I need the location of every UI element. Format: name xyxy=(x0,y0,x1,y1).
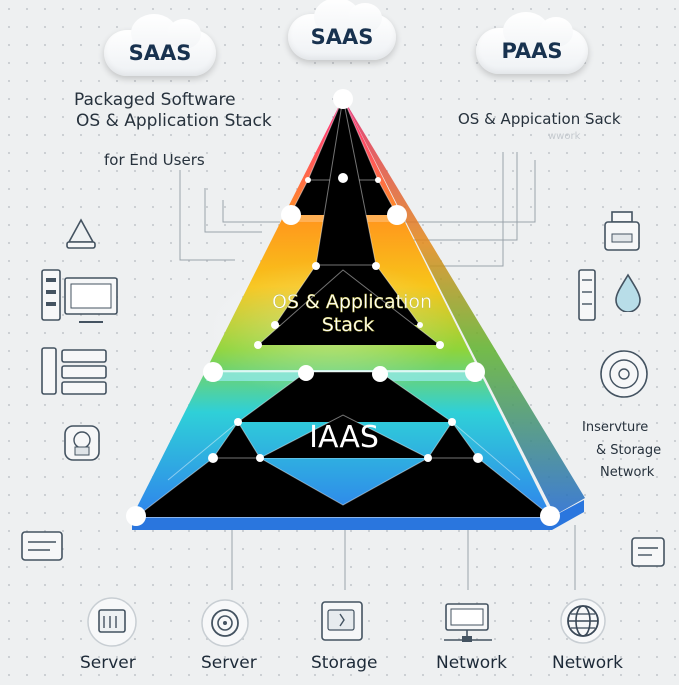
globe-icon xyxy=(560,598,606,644)
bottom-label-network-1: Network xyxy=(436,653,507,673)
server-unit-icon xyxy=(578,269,596,321)
bottom-label-server-2: Server xyxy=(201,653,257,673)
printer-icon xyxy=(604,211,640,251)
middle-layer-label-2: Stack xyxy=(322,314,375,336)
id-card-icon xyxy=(631,537,665,567)
monitor-icon xyxy=(64,277,118,323)
bottom-label-server-1: Server xyxy=(80,653,136,673)
os-application-stack-right-text: OS & Appication Sack xyxy=(458,110,621,128)
target-disc-icon xyxy=(600,350,648,398)
infrastructure-text: Inservture xyxy=(582,420,649,435)
cloud-saas-left: SAAS xyxy=(104,14,216,76)
pyramid-nodes xyxy=(126,89,560,526)
iaas-label: IAAS xyxy=(309,420,379,455)
storage-text: & Storage xyxy=(596,443,662,458)
mesh-lines xyxy=(135,96,553,518)
bell-icon xyxy=(66,218,96,249)
network-text: Network xyxy=(600,465,655,480)
connector-lines xyxy=(179,152,576,590)
os-application-stack-text: OS & Application Stack xyxy=(76,111,272,131)
security-database-icon xyxy=(64,425,100,461)
document-card-icon xyxy=(21,531,63,561)
server-disc-icon xyxy=(201,599,249,647)
cloud-label: PAAS xyxy=(501,39,563,63)
middle-layer-label: OS & Application xyxy=(272,291,432,313)
server-tower-icon xyxy=(41,269,61,321)
for-end-users-text: for End Users xyxy=(104,151,205,169)
packaged-software-text: Packaged Software xyxy=(74,90,236,110)
server-rack-icon xyxy=(87,597,137,647)
pyramid-side xyxy=(343,98,585,515)
cloud-label: SAAS xyxy=(310,25,374,49)
faint-network-text: wwork xyxy=(548,131,581,142)
bottom-label-network-2: Network xyxy=(552,653,623,673)
cloud-paas: PAAS xyxy=(476,12,588,74)
network-monitor-icon xyxy=(444,603,492,642)
server-rack-left-icon xyxy=(41,347,107,395)
bottom-label-storage: Storage xyxy=(311,653,378,673)
cloud-label: SAAS xyxy=(128,41,192,65)
storage-icon xyxy=(321,601,363,641)
water-drop-icon xyxy=(615,273,641,312)
cloud-saas-center: SAAS xyxy=(288,0,396,60)
pyramid-base-plate xyxy=(132,500,584,530)
